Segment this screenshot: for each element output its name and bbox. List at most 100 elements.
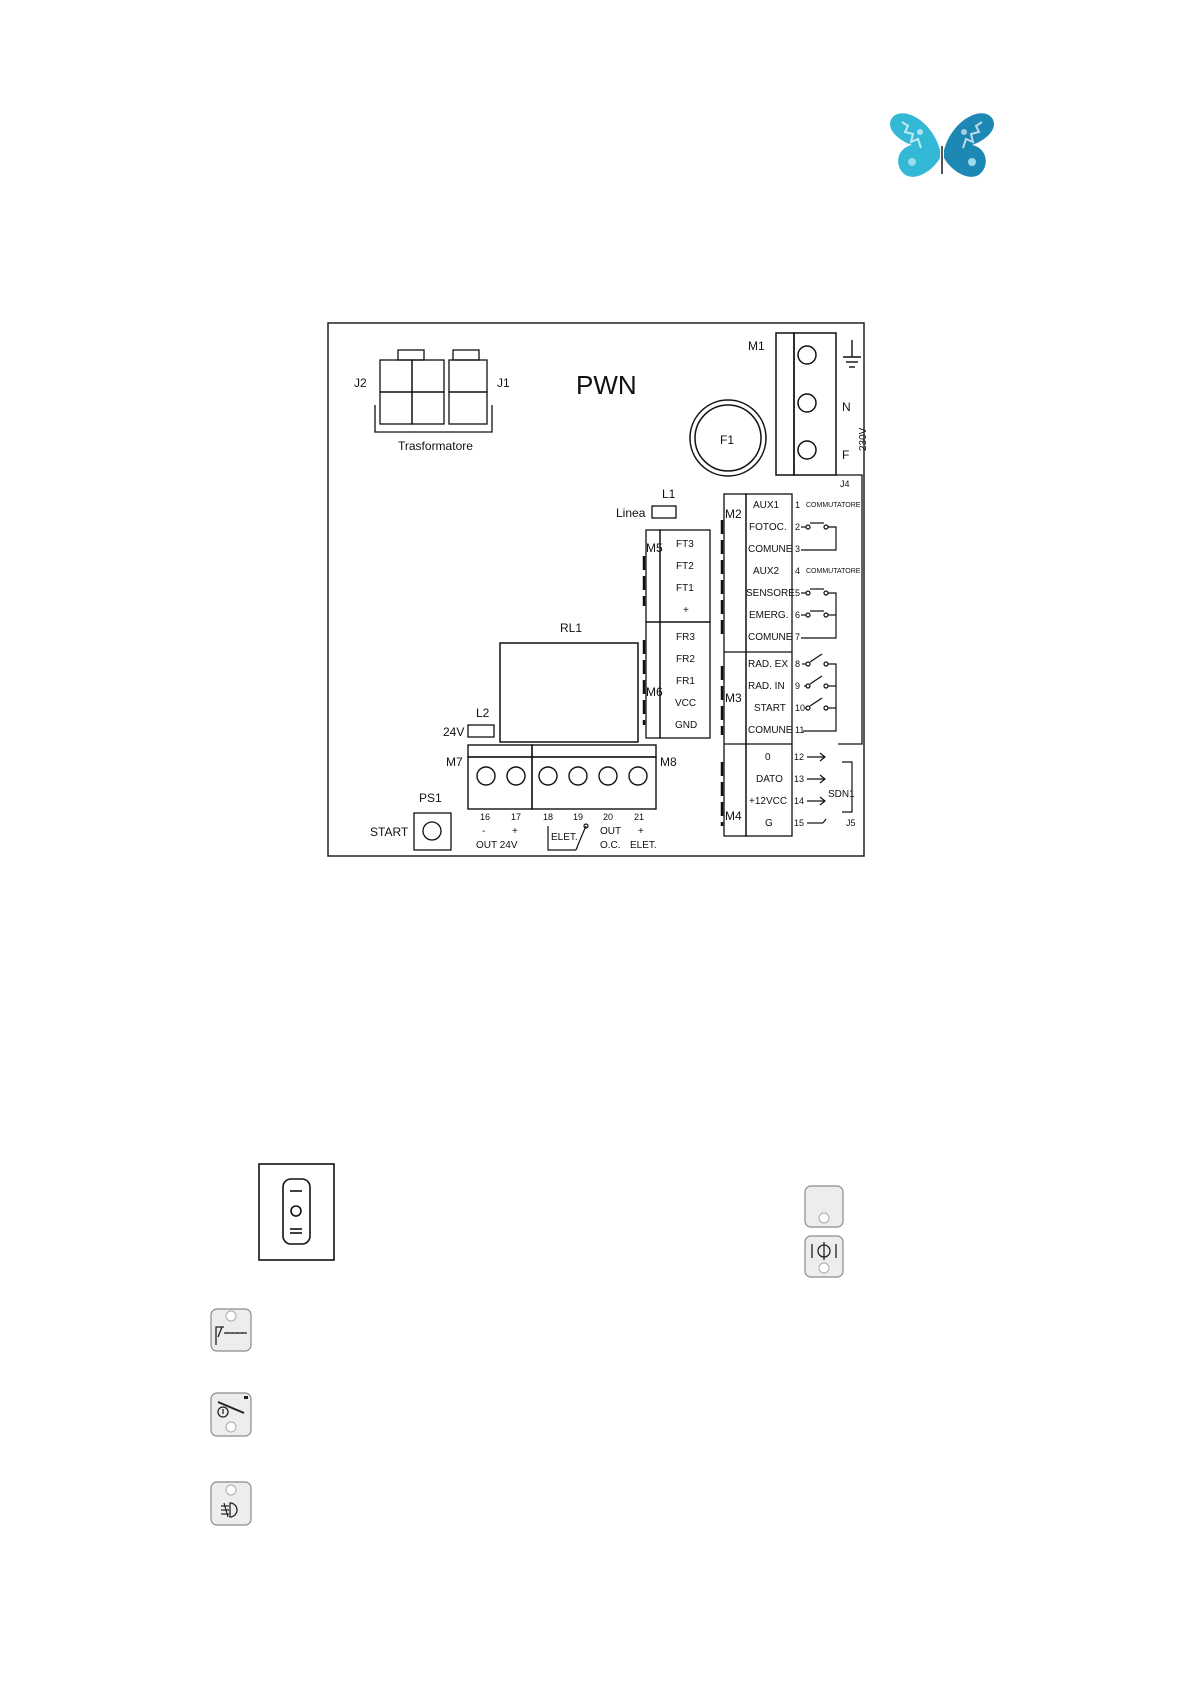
led-l1-label: L1 (662, 487, 676, 501)
transformer-label: Trasformatore (398, 439, 473, 453)
m3-switch-symbols (802, 653, 837, 732)
m4-num-15: 15 (794, 818, 804, 828)
ground-icon (843, 340, 861, 368)
pin-sign-minus: - (482, 826, 485, 837)
m6-pin-fr2: FR2 (676, 654, 695, 665)
m6-pin-vcc: VCC (675, 698, 696, 709)
relay-rl1-label: RL1 (560, 621, 582, 635)
m2-num-1: 1 (795, 500, 800, 510)
blank-button-icon[interactable] (804, 1185, 844, 1228)
m2-num-5: 5 (795, 588, 800, 598)
m2-num-4: 4 (795, 566, 800, 576)
m2-switch-symbols (801, 522, 837, 639)
power-rocker-switch-icon[interactable] (258, 1163, 335, 1261)
m1-voltage: 230V (858, 427, 869, 451)
m4-pin-12vcc: +12VCC (749, 796, 787, 807)
m2-num-3: 3 (795, 544, 800, 554)
start-button-circle (422, 821, 442, 841)
m2-num-6: 6 (795, 610, 800, 620)
out-oc-label-2: O.C. (600, 840, 621, 851)
m2-num-2: 2 (795, 522, 800, 532)
rotation-button-icon[interactable] (804, 1235, 844, 1278)
m2-note-commutatore-1: COMMUTATORE (806, 502, 861, 509)
terminal-m5-label: M5 (646, 541, 663, 555)
m3-pin-rad-ex: RAD. EX (748, 659, 788, 670)
jumper-j5-label: J5 (846, 818, 856, 828)
m1-pin-f: F (842, 448, 849, 462)
butterfly-logo (890, 113, 994, 177)
m2-pin-sensore: SENSORE (746, 588, 795, 599)
m3-num-11: 11 (795, 725, 804, 735)
board-title: PWN (576, 370, 637, 400)
connector-j2-label: J2 (354, 376, 367, 390)
pin-sign-plus: + (512, 826, 518, 837)
m6-pin-fr3: FR3 (676, 632, 695, 643)
sdn1-label: SDN1 (828, 789, 855, 800)
lamp-button-icon[interactable] (210, 1481, 252, 1526)
pin-number-17: 17 (511, 812, 521, 822)
m4-num-14: 14 (794, 796, 804, 806)
m5-pin-ft1: FT1 (676, 583, 694, 594)
pin-number-20: 20 (603, 812, 613, 822)
fuse-f1 (689, 399, 767, 477)
m6-pin-fr1: FR1 (676, 676, 695, 687)
m4-num-13: 13 (794, 774, 804, 784)
terminal-m6 (642, 621, 711, 739)
pin-number-16: 16 (480, 812, 490, 822)
button-ps1-caption: START (370, 825, 409, 839)
m2-pin-aux1: AUX1 (753, 500, 780, 511)
pin-number-21: 21 (634, 812, 644, 822)
out-oc-label-1: OUT (600, 826, 621, 837)
led-l2-caption: 24V (443, 725, 464, 739)
m3-num-9: 9 (795, 681, 800, 691)
connector-j1-label: J1 (497, 376, 510, 390)
terminal-m2-label: M2 (725, 507, 742, 521)
led-l2-label: L2 (476, 706, 490, 720)
m5-pin-ft2: FT2 (676, 561, 694, 572)
fuse-f1-label: F1 (720, 433, 734, 447)
terminal-m3-label: M3 (725, 691, 742, 705)
button-ps1-label: PS1 (419, 791, 442, 805)
m5-pin-plus: + (683, 605, 689, 616)
terminal-m6-label: M6 (646, 685, 663, 699)
m1-pin-n: N (842, 400, 851, 414)
led-l2 (467, 724, 495, 738)
relay-rl1 (499, 642, 639, 743)
led-l1-caption: Linea (616, 506, 646, 520)
obstacle-button-icon[interactable] (210, 1392, 252, 1437)
m3-num-8: 8 (795, 659, 800, 669)
terminal-m7-m8 (467, 744, 657, 810)
elet-plus-label: ELET. (630, 840, 657, 851)
m2-num-7: 7 (795, 632, 800, 642)
m3-pin-start: START (754, 703, 786, 714)
pin-number-18: 18 (543, 812, 553, 822)
door-button-icon[interactable] (210, 1308, 252, 1352)
m4-num-12: 12 (794, 752, 804, 762)
terminal-m7-label: M7 (446, 755, 463, 769)
terminal-m8-label: M8 (660, 755, 677, 769)
m3-pin-rad-in: RAD. IN (748, 681, 785, 692)
elet-plus-sign: + (638, 826, 644, 837)
m2-note-commutatore-2: COMMUTATORE (806, 568, 861, 575)
m4-pin-g: G (765, 818, 773, 829)
start-button-ps1[interactable] (413, 812, 452, 851)
m4-pin-dato: DATO (756, 774, 783, 785)
m4-pin-0: 0 (765, 752, 771, 763)
m4-arrow-symbols (807, 752, 853, 824)
m2-pin-fotoc: FOTOC. (749, 522, 787, 533)
led-l1 (651, 505, 677, 519)
terminal-column-right (720, 474, 863, 837)
out-24v-label: OUT 24V (476, 840, 518, 851)
m2-pin-comune: COMUNE (748, 544, 793, 555)
m3-num-10: 10 (795, 703, 805, 713)
board-outline (327, 322, 865, 857)
m5-pin-ft3: FT3 (676, 539, 694, 550)
m6-pin-gnd: GND (675, 720, 697, 731)
elet-switch-label: ELET. (551, 832, 578, 843)
elet-switch-symbol (547, 823, 589, 851)
transformer-connector (374, 349, 493, 433)
jumper-j4-label: J4 (840, 479, 850, 489)
pin-number-19: 19 (573, 812, 583, 822)
m2-pin-aux2: AUX2 (753, 566, 780, 577)
